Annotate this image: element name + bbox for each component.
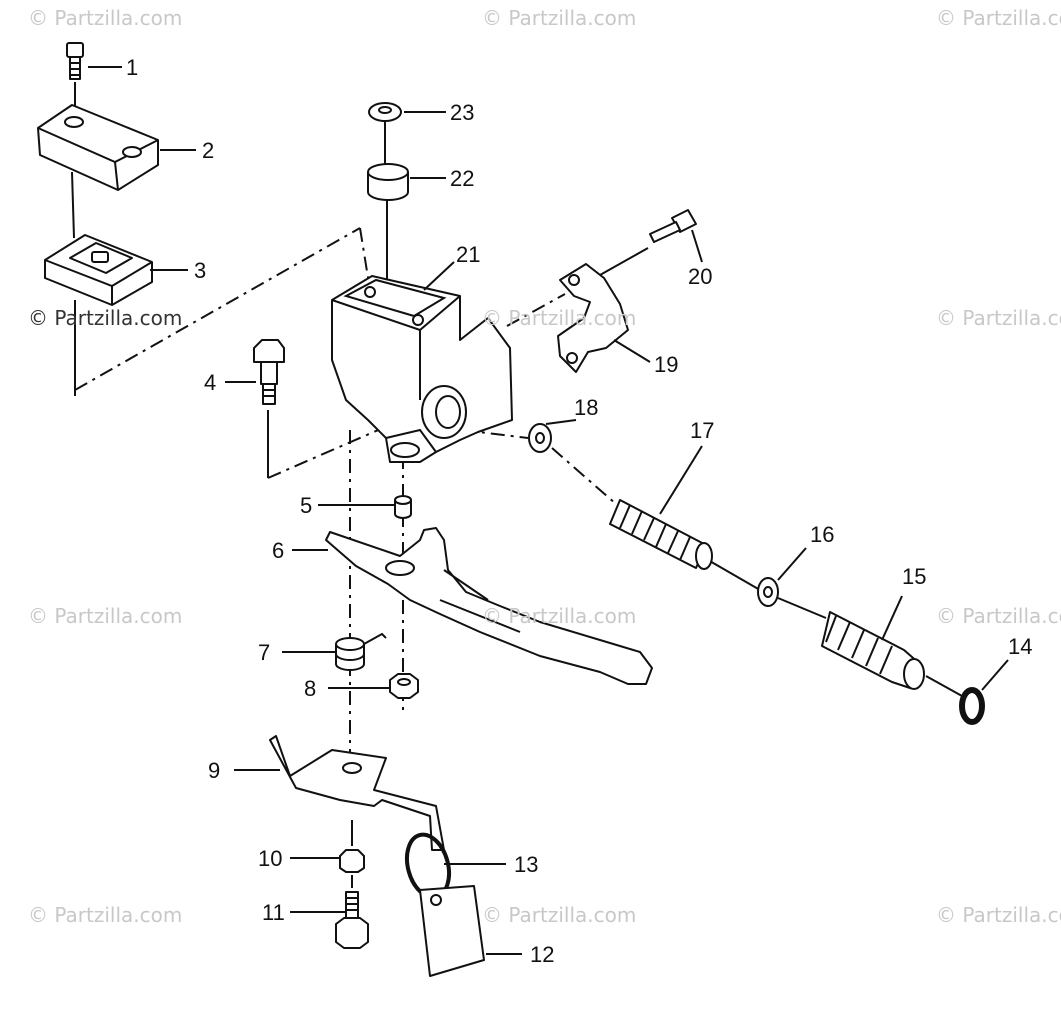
leader-lines (88, 66, 1009, 955)
nut-icon[interactable] (339, 849, 365, 873)
watermark: © Partzilla.com (28, 903, 183, 927)
clamp-icon[interactable] (557, 263, 629, 373)
pivot-bolt-icon[interactable] (253, 339, 285, 405)
reservoir-cover-icon[interactable] (37, 104, 159, 191)
callout-14: 14 (1008, 634, 1032, 659)
torsion-spring-icon[interactable] (335, 632, 387, 671)
watermark: © Partzilla.com (482, 604, 637, 628)
watermark: © Partzilla.com (28, 306, 183, 330)
screw-icon[interactable] (649, 209, 697, 243)
callout-18: 18 (574, 395, 598, 420)
switch-bracket-icon[interactable] (269, 735, 445, 851)
watermark: © Partzilla.com (28, 6, 183, 30)
watermark: © Partzilla.com (28, 604, 183, 628)
callout-2: 2 (202, 138, 214, 163)
callout-20: 20 (688, 264, 712, 289)
bushing-icon[interactable] (394, 495, 412, 519)
watermark: © Partzilla.com (482, 306, 637, 330)
callout-1: 1 (126, 55, 138, 80)
callout-21: 21 (456, 242, 480, 267)
callout-11: 11 (262, 900, 285, 925)
callout-17: 17 (690, 418, 714, 443)
ring-icon[interactable] (959, 687, 985, 725)
brake-lever-icon[interactable] (325, 527, 653, 685)
cap-icon[interactable] (368, 102, 402, 122)
callout-3: 3 (194, 258, 206, 283)
boot-icon[interactable] (821, 611, 925, 690)
washer-icon[interactable] (757, 577, 779, 607)
diaphragm-icon[interactable] (44, 234, 153, 306)
watermark: © Partzilla.com (936, 903, 1061, 927)
watermark: © Partzilla.com (482, 6, 637, 30)
bushing-icon[interactable] (367, 163, 409, 201)
callout-4: 4 (204, 370, 216, 395)
tag-icon[interactable] (419, 885, 485, 977)
callout-8: 8 (304, 676, 316, 701)
callout-10: 10 (258, 846, 282, 871)
screw-icon[interactable] (335, 891, 369, 949)
nut-icon[interactable] (389, 673, 419, 699)
callout-22: 22 (450, 166, 474, 191)
callout-12: 12 (530, 942, 554, 967)
callout-7: 7 (258, 640, 270, 665)
callout-9: 9 (208, 758, 220, 783)
master-cylinder-icon[interactable] (331, 275, 513, 463)
piston-spring-icon[interactable] (609, 499, 713, 570)
watermark: © Partzilla.com (482, 903, 637, 927)
callout-6: 6 (272, 538, 284, 563)
callout-16: 16 (810, 522, 834, 547)
callout-19: 19 (654, 352, 678, 377)
watermark: © Partzilla.com (936, 604, 1061, 628)
watermark: © Partzilla.com (936, 306, 1061, 330)
washer-icon[interactable] (528, 423, 552, 453)
callout-23: 23 (450, 100, 474, 125)
callout-13: 13 (514, 852, 538, 877)
watermark: © Partzilla.com (936, 6, 1061, 30)
callout-5: 5 (300, 493, 312, 518)
callout-15: 15 (902, 564, 926, 589)
screw-icon[interactable] (66, 42, 84, 80)
